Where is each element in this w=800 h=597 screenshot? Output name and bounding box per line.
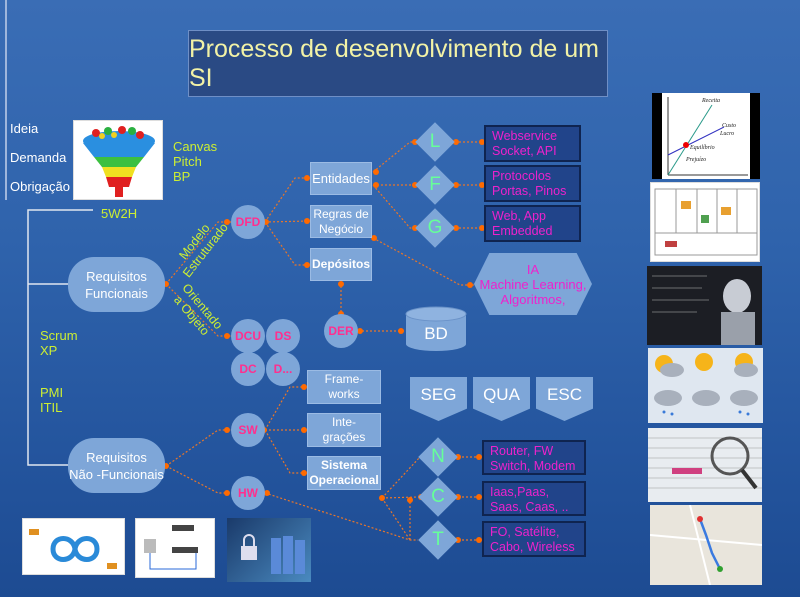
tool-pitch: Pitch: [173, 154, 202, 169]
label: Cabo, Wireless: [490, 540, 575, 554]
business-canvas-image: [650, 182, 760, 262]
node-dfd[interactable]: DFD: [231, 205, 265, 239]
label: Frame-: [324, 372, 364, 386]
label: Embedded: [492, 224, 553, 238]
label: Sistema: [320, 458, 367, 472]
origin-ideia: Ideia: [10, 121, 39, 136]
node-dc[interactable]: DC: [231, 352, 265, 386]
label: C: [431, 486, 445, 507]
label: Socket, API: [492, 144, 557, 158]
page-title: Processo de desenvolvimento de um SI: [188, 30, 608, 97]
method-scrum: Scrum: [40, 328, 78, 343]
dotted-connectors: [165, 141, 485, 541]
diamond-n[interactable]: N: [418, 437, 458, 477]
label: Web, App: [492, 209, 546, 223]
security-lock-image: [227, 518, 311, 582]
map-image: [649, 504, 763, 586]
label: L: [429, 131, 441, 152]
box-cloud: Iaas,Paas,Saas, Caas, ..: [482, 481, 586, 516]
label: T: [432, 529, 444, 550]
diamond-g[interactable]: G: [415, 208, 455, 248]
label: Portas, Pinos: [492, 184, 567, 198]
label: Iaas,Paas,: [490, 485, 550, 499]
node-der[interactable]: DER: [324, 314, 358, 348]
method-itil: ITIL: [40, 400, 63, 415]
method-pmi: PMI: [40, 385, 64, 400]
label-5w2h: 5W2H: [101, 206, 138, 221]
network-devices-image: [135, 518, 215, 578]
methods-mgmt: PMI ITIL: [40, 385, 63, 415]
tool-canvas: Canvas: [173, 139, 218, 154]
methods-agile: Scrum XP: [40, 328, 78, 358]
diamond-f[interactable]: F: [415, 165, 455, 205]
origin-demanda: Demanda: [10, 150, 67, 165]
tool-bp: BP: [173, 169, 191, 184]
label: IA: [526, 261, 540, 277]
label: Inte-: [331, 415, 356, 429]
robot-ai-image: [647, 266, 762, 345]
devops-infinity-image: [22, 518, 125, 575]
label: Machine Learning,: [479, 276, 587, 292]
label: Router, FW: [490, 444, 554, 458]
diamond-l[interactable]: L: [415, 122, 455, 162]
label: Algoritmos,: [500, 291, 566, 307]
label: BD: [424, 324, 448, 343]
business-tools: Canvas Pitch BP: [173, 139, 217, 184]
box-depositos[interactable]: Depósitos: [310, 248, 372, 281]
node-ds[interactable]: DS: [266, 319, 300, 353]
method-xp: XP: [40, 343, 58, 358]
box-entidades[interactable]: Entidades: [310, 162, 372, 195]
cylinder-icon: [405, 306, 467, 351]
diamond-c[interactable]: C: [418, 477, 458, 517]
funnel-image: [73, 120, 163, 200]
breakeven-chart-image: Receita Custo Lucro Equilíbrio Prejuízo: [652, 93, 760, 179]
node-sw[interactable]: SW: [231, 413, 265, 447]
label: Operacional: [309, 473, 379, 487]
label: Negócio: [318, 221, 364, 236]
label: Protocolos: [492, 169, 552, 183]
label: Regras de: [313, 206, 369, 221]
label: FO, Satélite,: [490, 525, 560, 539]
weather-icons-image: [648, 348, 763, 423]
node-hw[interactable]: HW: [231, 476, 265, 510]
bracket-lines: [5, 0, 93, 466]
database-bd[interactable]: BD: [405, 306, 467, 352]
origin-obrigacao: Obrigação: [10, 179, 70, 194]
label: works: [328, 387, 360, 401]
box-transmission: FO, Satélite,Cabo, Wireless: [482, 521, 586, 557]
label: N: [431, 446, 445, 467]
label: Requisitos: [86, 449, 147, 465]
pic-label: Equilíbrio: [689, 145, 715, 151]
label: F: [429, 174, 441, 195]
node-d-more[interactable]: D...: [266, 352, 300, 386]
pic-label: Custo: [722, 123, 736, 129]
label: grações: [322, 430, 366, 444]
label: G: [427, 217, 443, 238]
data-analysis-image: [648, 428, 762, 502]
pic-label: Prejuízo: [685, 157, 706, 163]
pic-label: Receita: [701, 98, 720, 104]
label: Webservice: [492, 129, 558, 143]
box-frameworks[interactable]: Frame-works: [307, 370, 381, 404]
pic-label: Lucro: [719, 131, 734, 137]
label: Funcionais: [85, 285, 148, 301]
label: Switch, Modem: [490, 459, 576, 473]
node-dcu[interactable]: DCU: [231, 319, 265, 353]
box-integracoes[interactable]: Inte-grações: [307, 413, 381, 447]
diamond-t[interactable]: T: [418, 520, 458, 560]
label: Requisitos: [86, 268, 147, 284]
label: Não -Funcionais: [69, 466, 164, 482]
label: Saas, Caas, ..: [490, 500, 569, 514]
